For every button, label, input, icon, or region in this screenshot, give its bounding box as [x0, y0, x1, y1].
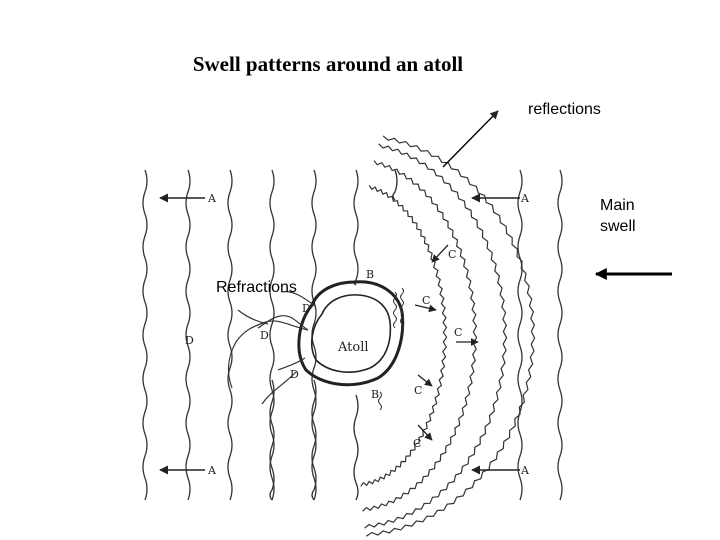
label-a-top-left: A: [207, 192, 217, 205]
swell-crest-line: [557, 169, 563, 501]
atoll-label: Atoll: [337, 340, 369, 355]
reflected-wave-arc: [360, 184, 448, 487]
main-swell-label-line2: swell: [600, 218, 636, 235]
swell-direction-arrows: [159, 193, 520, 475]
swell-crest-line: [353, 169, 359, 286]
reflections-label: reflections: [528, 101, 601, 118]
swell-crest-line: [392, 169, 398, 201]
label-c-4: C: [414, 384, 422, 397]
label-b-top: B: [366, 268, 374, 281]
reflected-wave-arc: [365, 135, 536, 537]
swell-crest-line: [269, 379, 275, 501]
swell-crest-line: [311, 379, 317, 501]
swell-crest-line: [353, 394, 359, 501]
label-b-bottom: B: [371, 388, 379, 401]
label-a-top-right: A: [520, 192, 530, 205]
reflected-wave-arcs: [360, 135, 536, 537]
swell-crest-line: [185, 169, 191, 501]
label-a-bottom-left: A: [207, 464, 217, 477]
swell-crest-line: [517, 169, 523, 501]
label-c-5: C: [413, 437, 421, 450]
swell-crest-line: [269, 169, 275, 501]
swell-crest-line: [142, 169, 148, 501]
main-swell-label: Main swell: [600, 195, 636, 237]
label-d-3: D: [185, 334, 194, 347]
label-c-1: C: [448, 248, 456, 261]
refraction-curves: [227, 291, 316, 405]
atoll-reef-outer: [297, 280, 405, 387]
front-wiggles: [378, 287, 404, 411]
reflections-pointer: [442, 110, 499, 168]
label-d-4: D: [290, 368, 299, 381]
reflected-wave-arc: [364, 143, 508, 529]
atoll-reef-inner: [310, 294, 392, 373]
label-d-2: D: [260, 329, 269, 342]
main-swell-label-line1: Main: [600, 197, 635, 214]
slide-title: Swell patterns around an atoll: [192, 52, 464, 76]
reflected-arrows: [414, 244, 479, 441]
swell-crest-line: [227, 169, 233, 501]
label-a-bottom-right: A: [520, 464, 530, 477]
label-c-3: C: [454, 326, 462, 339]
label-c-2: C: [422, 294, 430, 307]
refractions-label: Refractions: [216, 279, 297, 296]
label-d-1: D: [302, 302, 311, 315]
